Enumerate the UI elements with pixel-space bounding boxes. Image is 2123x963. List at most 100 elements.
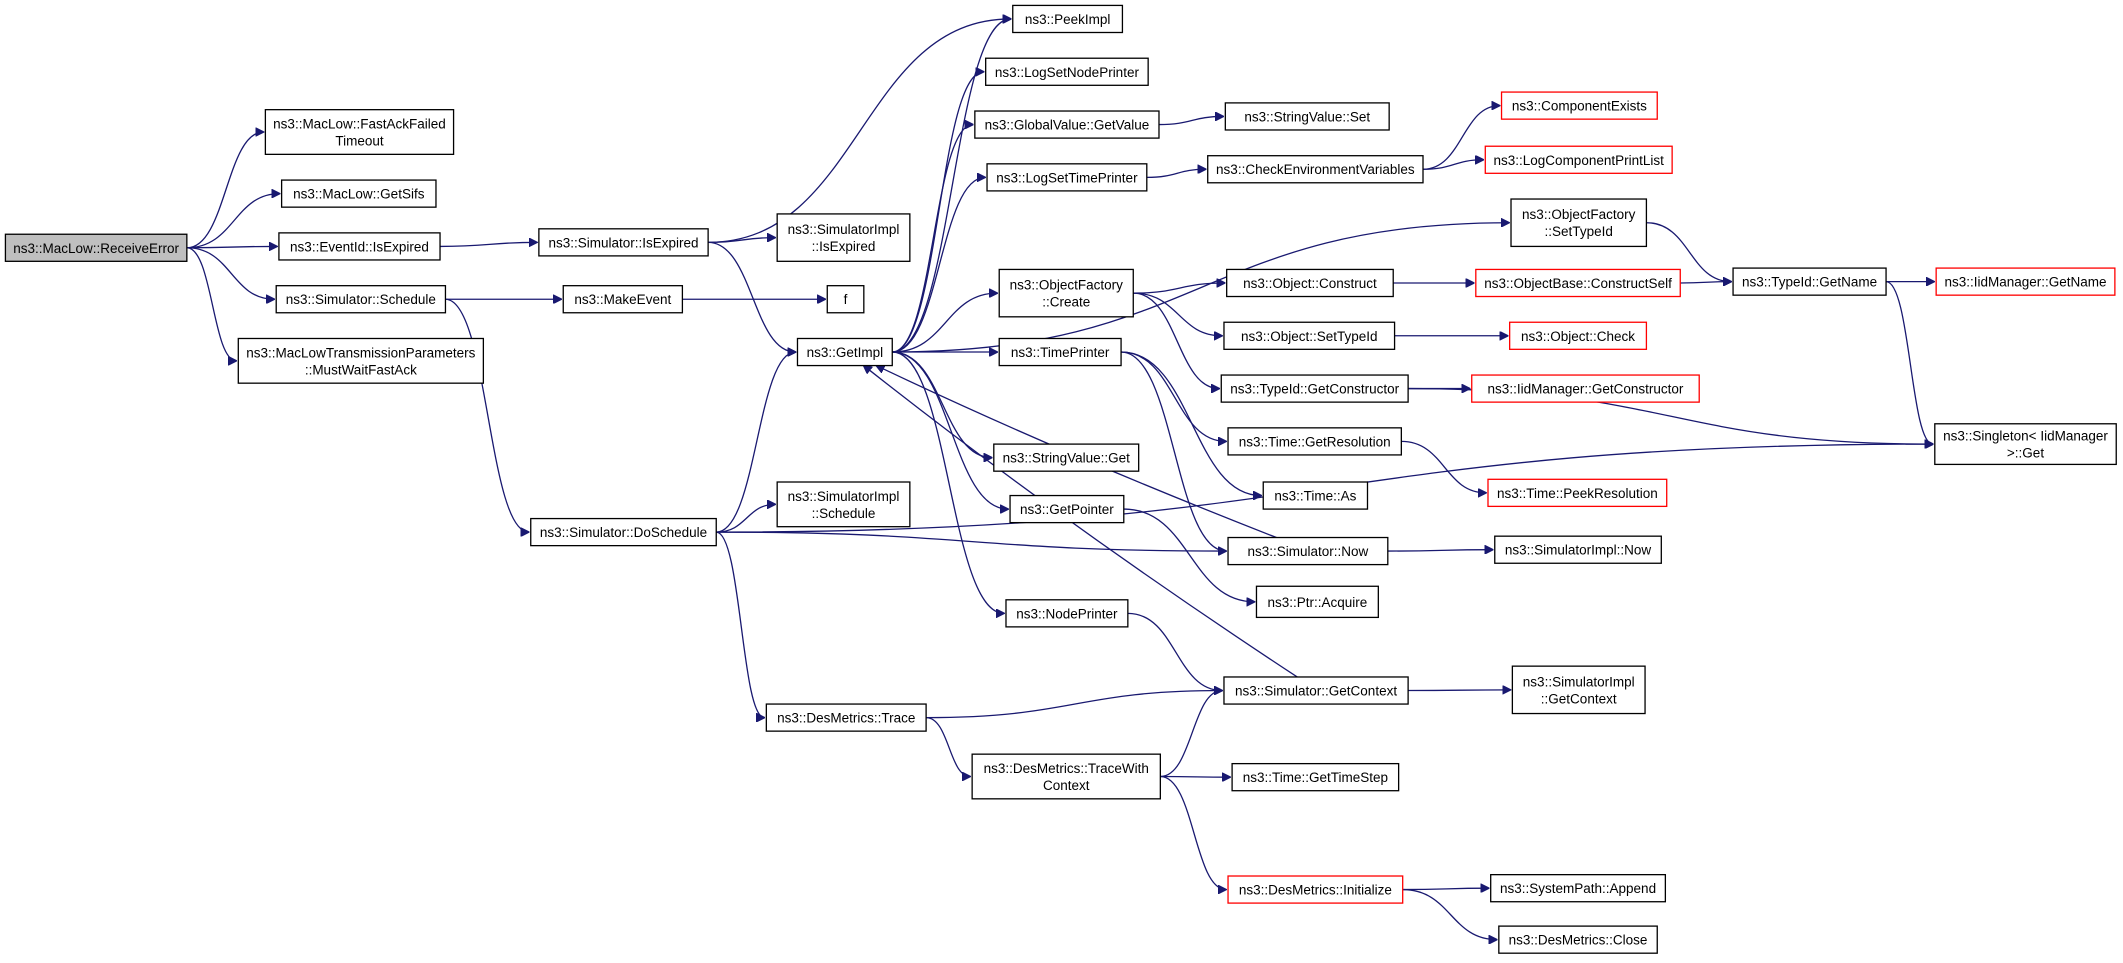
function-node-label: ns3::SimulatorImpl::Now bbox=[1505, 543, 1652, 558]
function-node-label: ns3::MacLow::ReceiveError bbox=[13, 241, 179, 256]
function-node-tidgetctor[interactable]: ns3::TypeId::GetConstructor bbox=[1220, 374, 1409, 403]
function-node-objcheck[interactable]: ns3::Object::Check bbox=[1509, 321, 1648, 350]
function-node-simsched[interactable]: ns3::Simulator::Schedule bbox=[275, 285, 447, 314]
function-node-simgetctx[interactable]: ns3::Simulator::GetContext bbox=[1223, 676, 1409, 705]
call-edge-getres-to-peekres bbox=[1401, 440, 1486, 492]
function-node-svget[interactable]: ns3::StringValue::Get bbox=[993, 443, 1140, 472]
function-node-label: f bbox=[844, 292, 848, 307]
call-edge-logsettime-to-checkenv bbox=[1146, 169, 1206, 179]
function-node-nodeprinter[interactable]: ns3::NodePrinter bbox=[1005, 599, 1129, 628]
function-node-makeev[interactable]: ns3::MakeEvent bbox=[562, 285, 684, 314]
function-node-label: ns3::TypeId::GetConstructor bbox=[1230, 382, 1399, 397]
function-node-compexists[interactable]: ns3::ComponentExists bbox=[1500, 91, 1658, 120]
function-node-label: ns3::SimulatorImpl bbox=[1523, 674, 1635, 689]
call-edge-tracectx-to-gettimestep bbox=[1160, 776, 1230, 777]
function-node-label: ns3::TimePrinter bbox=[1011, 345, 1110, 360]
function-node-label: ns3::Object::SetTypeId bbox=[1241, 329, 1378, 344]
function-node-timeprinter[interactable]: ns3::TimePrinter bbox=[998, 337, 1122, 367]
function-node-dmtrace[interactable]: ns3::DesMetrics::Trace bbox=[765, 703, 927, 732]
function-node-obconstself[interactable]: ns3::ObjectBase::ConstructSelf bbox=[1475, 268, 1681, 298]
function-node-label: ::IsExpired bbox=[812, 239, 876, 254]
function-node-label: ns3::Simulator::DoSchedule bbox=[540, 525, 707, 540]
function-node-label: ns3::Time::GetTimeStep bbox=[1243, 770, 1388, 785]
call-edge-ofcreate-to-objsettid bbox=[1133, 292, 1222, 336]
function-node-label: ns3::GetPointer bbox=[1020, 502, 1114, 517]
function-node-logsettime[interactable]: ns3::LogSetTimePrinter bbox=[986, 163, 1148, 192]
function-node-label: ns3::CheckEnvironmentVariables bbox=[1216, 162, 1415, 177]
function-node-label: ns3::Time::GetResolution bbox=[1239, 434, 1391, 449]
function-node-peekimpl[interactable]: ns3::PeekImpl bbox=[1012, 4, 1124, 34]
function-node-label: ns3::NodePrinter bbox=[1016, 606, 1118, 621]
call-edge-getimpl-to-gvget bbox=[892, 125, 973, 353]
function-node-ofcreate[interactable]: ns3::ObjectFactory::Create bbox=[998, 268, 1134, 318]
function-node-mustwait[interactable]: ns3::MacLowTransmissionParameters::MustW… bbox=[237, 337, 485, 384]
function-node-singleton[interactable]: ns3::Singleton< IidManager>::Get bbox=[1934, 423, 2117, 466]
function-node-peekres[interactable]: ns3::Time::PeekResolution bbox=[1487, 478, 1668, 508]
call-edge-simexp-to-peekimpl bbox=[708, 19, 1011, 244]
call-edge-checkenv-to-compexists bbox=[1423, 106, 1500, 170]
call-edge-ofsettid-to-tidgetname bbox=[1646, 222, 1731, 282]
function-node-label: ns3::DesMetrics::Close bbox=[1509, 933, 1648, 948]
call-edge-getpointer-to-ptracq bbox=[1123, 508, 1255, 602]
function-node-implsched[interactable]: ns3::SimulatorImpl::Schedule bbox=[776, 481, 911, 528]
function-node-f[interactable]: f bbox=[826, 285, 865, 314]
function-node-getpointer[interactable]: ns3::GetPointer bbox=[1009, 494, 1125, 524]
function-node-timeas[interactable]: ns3::Time::As bbox=[1262, 481, 1369, 510]
function-node-implexp[interactable]: ns3::SimulatorImpl::IsExpired bbox=[776, 213, 911, 262]
call-edge-getimpl-to-nodeprinter bbox=[892, 351, 1004, 613]
function-node-label: ns3::Simulator::IsExpired bbox=[548, 235, 698, 250]
function-node-label: ns3::DesMetrics::Trace bbox=[777, 711, 915, 726]
function-node-label: ::SetTypeId bbox=[1545, 224, 1613, 239]
call-edge-root-to-evexp bbox=[186, 246, 277, 247]
function-node-dmclose[interactable]: ns3::DesMetrics::Close bbox=[1498, 925, 1658, 954]
function-node-label: ns3::PeekImpl bbox=[1025, 12, 1111, 27]
function-node-label: ns3::Simulator::Now bbox=[1248, 544, 1369, 559]
function-node-objconstruct[interactable]: ns3::Object::Construct bbox=[1226, 268, 1394, 298]
function-node-label: ns3::ObjectFactory bbox=[1010, 278, 1124, 293]
function-node-ofsettid[interactable]: ns3::ObjectFactory::SetTypeId bbox=[1510, 198, 1648, 248]
function-node-gettimestep[interactable]: ns3::Time::GetTimeStep bbox=[1231, 762, 1400, 792]
function-node-getsifs[interactable]: ns3::MacLow::GetSifs bbox=[280, 179, 437, 208]
function-node-implgetctx[interactable]: ns3::SimulatorImpl::GetContext bbox=[1511, 665, 1646, 715]
function-node-label: ns3::SimulatorImpl bbox=[788, 222, 900, 237]
function-node-label: ns3::ComponentExists bbox=[1512, 99, 1647, 114]
function-node-evexp[interactable]: ns3::EventId::IsExpired bbox=[278, 232, 441, 261]
function-node-label: ::MustWaitFastAck bbox=[305, 362, 417, 377]
function-node-ptracq[interactable]: ns3::Ptr::Acquire bbox=[1255, 585, 1379, 619]
call-edge-getimpl-to-peekimpl bbox=[892, 19, 1011, 353]
call-edge-dmtrace-to-tracectx bbox=[926, 716, 970, 777]
function-node-sysappend[interactable]: ns3::SystemPath::Append bbox=[1490, 874, 1667, 903]
function-node-label: Timeout bbox=[335, 134, 384, 149]
function-node-simexp[interactable]: ns3::Simulator::IsExpired bbox=[538, 228, 709, 257]
function-node-tidgetname[interactable]: ns3::TypeId::GetName bbox=[1732, 267, 1887, 296]
call-edge-evexp-to-simexp bbox=[440, 242, 537, 248]
function-node-simnow[interactable]: ns3::Simulator::Now bbox=[1227, 536, 1389, 566]
function-node-objsettid[interactable]: ns3::Object::SetTypeId bbox=[1223, 321, 1396, 350]
call-edge-tracectx-to-dminit bbox=[1160, 775, 1226, 889]
function-node-label: ns3::MakeEvent bbox=[574, 292, 671, 307]
function-node-label: ns3::Object::Check bbox=[1521, 329, 1635, 344]
function-node-dminit[interactable]: ns3::DesMetrics::Initialize bbox=[1227, 875, 1404, 904]
function-node-doschedule[interactable]: ns3::Simulator::DoSchedule bbox=[530, 517, 717, 547]
function-node-root[interactable]: ns3::MacLow::ReceiveError bbox=[4, 233, 188, 262]
call-edge-getimpl-to-ofcreate bbox=[892, 293, 997, 353]
function-node-iidgetctor[interactable]: ns3::IidManager::GetConstructor bbox=[1471, 374, 1700, 403]
function-node-iidgetname[interactable]: ns3::IidManager::GetName bbox=[1935, 267, 2116, 296]
function-node-label: ::Schedule bbox=[812, 506, 876, 521]
function-node-label: ns3::Time::PeekResolution bbox=[1497, 486, 1658, 501]
function-node-logsetnode[interactable]: ns3::LogSetNodePrinter bbox=[985, 57, 1149, 86]
function-node-svset[interactable]: ns3::StringValue::Set bbox=[1224, 102, 1390, 131]
function-node-checkenv[interactable]: ns3::CheckEnvironmentVariables bbox=[1207, 155, 1424, 184]
call-edge-simgetctx-to-implgetctx bbox=[1408, 690, 1510, 691]
function-node-getimpl[interactable]: ns3::GetImpl bbox=[796, 337, 893, 367]
call-edge-getimpl-to-getpointer bbox=[892, 351, 1008, 509]
function-node-gvget[interactable]: ns3::GlobalValue::GetValue bbox=[974, 110, 1160, 139]
function-node-label: ns3::Simulator::GetContext bbox=[1235, 684, 1397, 699]
function-node-label: ns3::DesMetrics::TraceWith bbox=[984, 761, 1149, 776]
function-node-implnow[interactable]: ns3::SimulatorImpl::Now bbox=[1494, 535, 1662, 564]
function-node-logcomplist[interactable]: ns3::LogComponentPrintList bbox=[1484, 145, 1673, 174]
function-node-getres[interactable]: ns3::Time::GetResolution bbox=[1227, 427, 1402, 456]
